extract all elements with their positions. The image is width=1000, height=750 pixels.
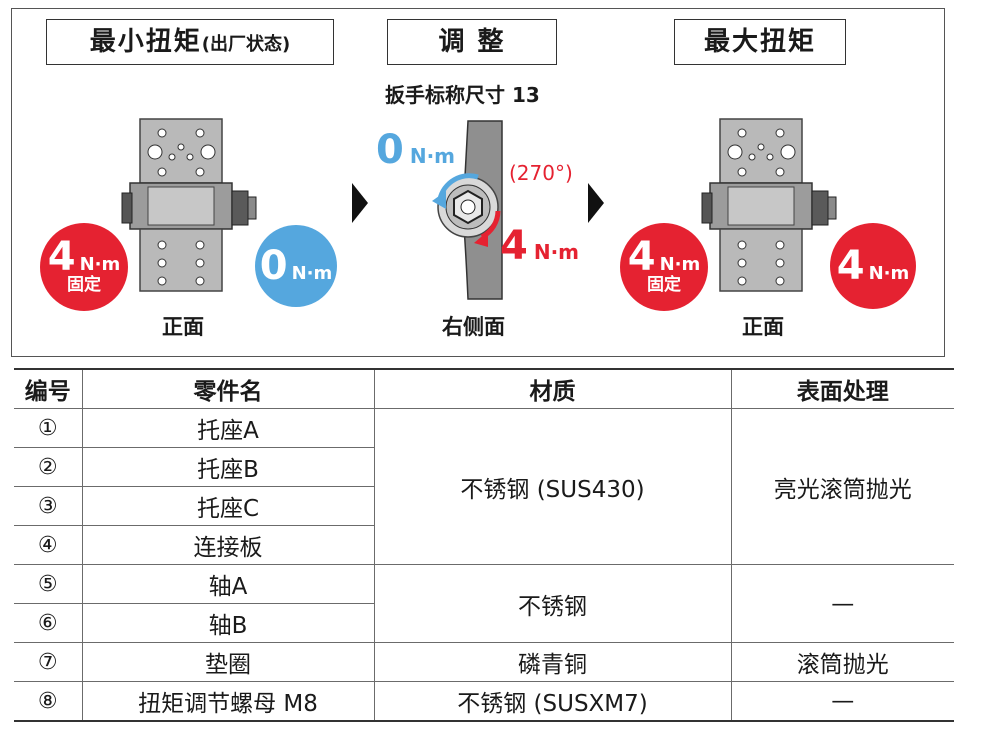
- part-no: ④: [14, 525, 83, 565]
- table-row: ③ 托座C: [14, 486, 954, 526]
- table-row: ⑥ 轴B: [14, 603, 954, 643]
- max-adjust-value: 4: [836, 242, 865, 289]
- min-adjust-unit: N·m: [291, 262, 333, 284]
- parts-table: 编号 零件名 材质 表面处理 ① 托座A 不锈钢 (SUS430) 亮光滚筒抛光…: [14, 368, 954, 722]
- min-fixed-value: 4: [47, 233, 76, 280]
- part-name: 连接板: [81, 525, 374, 565]
- table-row: ② 托座B: [14, 447, 954, 487]
- arrow-right-icon: [588, 183, 604, 223]
- part-finish: 亮光滚筒抛光: [730, 408, 954, 565]
- max-fixed-unit: N·m: [659, 253, 701, 275]
- part-material: 磷青铜: [373, 642, 732, 682]
- part-no: ②: [14, 447, 83, 487]
- adjust-start-value: 0: [376, 127, 404, 173]
- part-name: 轴B: [81, 603, 374, 643]
- header-material: 材质: [373, 368, 732, 409]
- table-header-row: 编号 零件名 材质 表面处理: [14, 368, 954, 409]
- hinge-side-view: [432, 120, 503, 300]
- table-row: ⑤ 轴A 不锈钢 —: [14, 564, 954, 643]
- table-row: ④ 连接板: [14, 525, 954, 565]
- arrow-right-icon: [352, 183, 368, 223]
- hinge-front-view-max: [701, 118, 837, 292]
- max-fixed-value: 4: [627, 233, 656, 280]
- min-torque-title-text: 最小扭矩: [89, 27, 202, 57]
- min-adjust-value: 0: [259, 242, 288, 289]
- min-fixed-unit: N·m: [79, 253, 121, 275]
- min-fixed-note: 固定: [67, 274, 101, 295]
- part-finish: —: [730, 564, 954, 643]
- side-view-label: 右侧面: [442, 315, 505, 339]
- min-view-label: 正面: [162, 315, 204, 339]
- wrench-size-label: 扳手标称尺寸 13: [385, 83, 540, 107]
- adjust-end-value: 4: [500, 223, 528, 269]
- header-finish: 表面处理: [730, 368, 954, 409]
- max-torque-title-text: 最大扭矩: [703, 27, 816, 57]
- max-fixed-note: 固定: [647, 274, 681, 295]
- adjust-start-unit: N·m: [409, 144, 456, 168]
- adjust-title-text: 调 整: [438, 27, 506, 57]
- part-no: ⑥: [14, 603, 83, 643]
- min-torque-title-sub: (出厂状态): [201, 34, 291, 55]
- header-no: 编号: [14, 368, 83, 409]
- hinge-front-view-min: [121, 118, 257, 292]
- part-no: ①: [14, 408, 83, 448]
- part-name: 托座C: [81, 486, 374, 526]
- adjust-angle: (270°): [509, 161, 573, 185]
- adjust-title: 调 整: [387, 19, 557, 65]
- header-part-name: 零件名: [81, 368, 375, 409]
- part-material: 不锈钢: [373, 564, 732, 643]
- part-material: 不锈钢 (SUS430): [373, 408, 732, 565]
- part-material: 不锈钢 (SUSXM7): [373, 681, 732, 722]
- part-finish: 滚筒抛光: [730, 642, 954, 682]
- table-row: ⑦ 垫圈 磷青铜 滚筒抛光: [14, 642, 954, 682]
- min-torque-title: 最小扭矩(出厂状态): [46, 19, 334, 65]
- part-no: ⑤: [14, 564, 83, 604]
- part-name: 轴A: [81, 564, 375, 604]
- table-row: ① 托座A 不锈钢 (SUS430) 亮光滚筒抛光: [14, 408, 954, 565]
- max-view-label: 正面: [742, 315, 784, 339]
- max-torque-title: 最大扭矩: [674, 19, 846, 65]
- part-name: 托座B: [81, 447, 374, 487]
- part-name: 扭矩调节螺母 M8: [81, 681, 375, 722]
- part-no: ③: [14, 486, 83, 526]
- table-row: ⑧ 扭矩调节螺母 M8 不锈钢 (SUSXM7) —: [14, 681, 954, 722]
- max-adjust-unit: N·m: [868, 262, 910, 284]
- adjust-end-unit: N·m: [533, 240, 580, 264]
- part-no: ⑦: [14, 642, 83, 682]
- part-name: 托座A: [81, 408, 375, 448]
- part-finish: —: [730, 681, 954, 722]
- part-name: 垫圈: [81, 642, 375, 682]
- part-no: ⑧: [14, 681, 83, 722]
